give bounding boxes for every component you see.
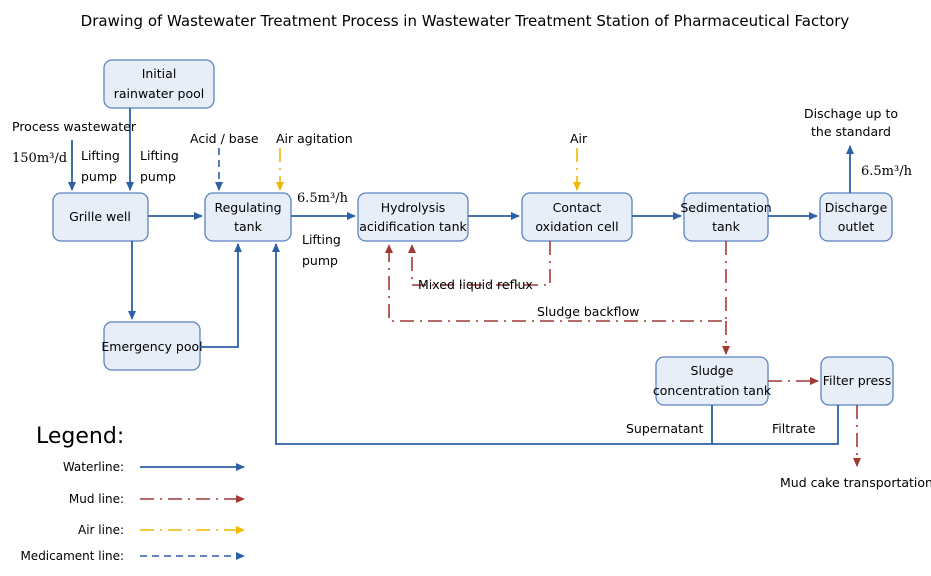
discharge-standard-label-1: Dischage up to	[804, 106, 898, 121]
lifting-pump-bottom-label-2: pump	[302, 253, 338, 268]
supernatant-label: Supernatant	[626, 421, 703, 436]
outlet-flow-rate-label: 6.5m³/h	[861, 164, 913, 179]
lifting-pump-bottom-label-1: Lifting	[302, 232, 341, 247]
hydrolysis-label-2: acidification tank	[359, 219, 467, 234]
mud-cake-transportation-label: Mud cake transportation	[780, 475, 931, 490]
initial-rainwater-pool-box: Initial rainwater pool	[103, 59, 215, 109]
air-label: Air	[570, 131, 588, 146]
inflow-rate-label: 150m³/d	[12, 151, 67, 166]
legend-air-line-label: Air line:	[78, 523, 124, 537]
contact-cell-label-1: Contact	[553, 200, 602, 215]
hydrolysis-acidification-tank-box: Hydrolysis acidification tank	[357, 192, 469, 242]
rainwater-pool-label-2: rainwater pool	[114, 86, 205, 101]
discharge-standard-label-2: the standard	[811, 124, 891, 139]
supernatant-return-arrow	[272, 243, 713, 445]
legend-waterline-label: Waterline:	[63, 460, 124, 474]
legend-title: Legend:	[36, 424, 124, 449]
legend-mud-line-label: Mud line:	[69, 492, 124, 506]
lifting-pump-left-label-2: pump	[81, 169, 117, 184]
contact-oxidation-cell-box: Contact oxidation cell	[521, 192, 633, 242]
filter-press-box: Filter press	[820, 356, 894, 406]
regulating-flow-rate-label: 6.5m³/h	[297, 191, 349, 206]
discharge-outlet-label-1: Discharge	[825, 200, 888, 215]
filtrate-return-line	[712, 405, 839, 445]
legend-medicament-line-label: Medicament line:	[20, 549, 124, 563]
mixed-liquid-reflux-arrow	[408, 241, 551, 286]
lifting-pump-left-label-1: Lifting	[81, 148, 120, 163]
process-wastewater-label: Process wastewater	[12, 119, 137, 134]
emergency-to-regulating-arrow	[200, 243, 242, 348]
discharge-outlet-label-2: outlet	[838, 219, 875, 234]
air-agitation-label: Air agitation	[276, 131, 353, 146]
filtrate-label: Filtrate	[772, 421, 816, 436]
sludge-tank-label-2: concentration tank	[653, 383, 772, 398]
regulating-tank-box: Regulating tank	[204, 192, 292, 242]
lifting-pump-right-label-1: Lifting	[140, 148, 179, 163]
lifting-pump-right-label-2: pump	[140, 169, 176, 184]
regulating-tank-label-1: Regulating	[214, 200, 281, 215]
sludge-tank-label-1: Sludge	[691, 363, 734, 378]
regulating-tank-label-2: tank	[234, 219, 262, 234]
mixed-liquid-reflux-label: Mixed liquid reflux	[418, 277, 533, 292]
sedimentation-label-1: Sedimentation	[680, 200, 771, 215]
sedimentation-label-2: tank	[712, 219, 740, 234]
hydrolysis-label-1: Hydrolysis	[381, 200, 446, 215]
grille-well-box: Grille well	[52, 192, 149, 242]
emergency-pool-box: Emergency pool	[101, 321, 203, 371]
grille-well-label: Grille well	[69, 209, 131, 224]
sludge-backflow-arrow	[385, 241, 727, 322]
mud-lines	[385, 241, 861, 467]
contact-cell-label-2: oxidation cell	[535, 219, 618, 234]
sludge-backflow-label: Sludge backflow	[537, 304, 639, 319]
filter-press-label: Filter press	[823, 373, 891, 388]
water-lines	[68, 108, 854, 445]
discharge-outlet-box: Discharge outlet	[819, 192, 893, 242]
emergency-pool-label: Emergency pool	[101, 339, 202, 354]
diagram-title: Drawing of Wastewater Treatment Process …	[81, 12, 850, 30]
legend: Legend: Waterline: Mud line: Air line: M…	[20, 424, 245, 563]
sludge-concentration-tank-box: Sludge concentration tank	[653, 356, 772, 406]
rainwater-pool-label-1: Initial	[142, 66, 177, 81]
sedimentation-tank-box: Sedimentation tank	[680, 192, 772, 242]
acid-base-label: Acid / base	[190, 131, 259, 146]
